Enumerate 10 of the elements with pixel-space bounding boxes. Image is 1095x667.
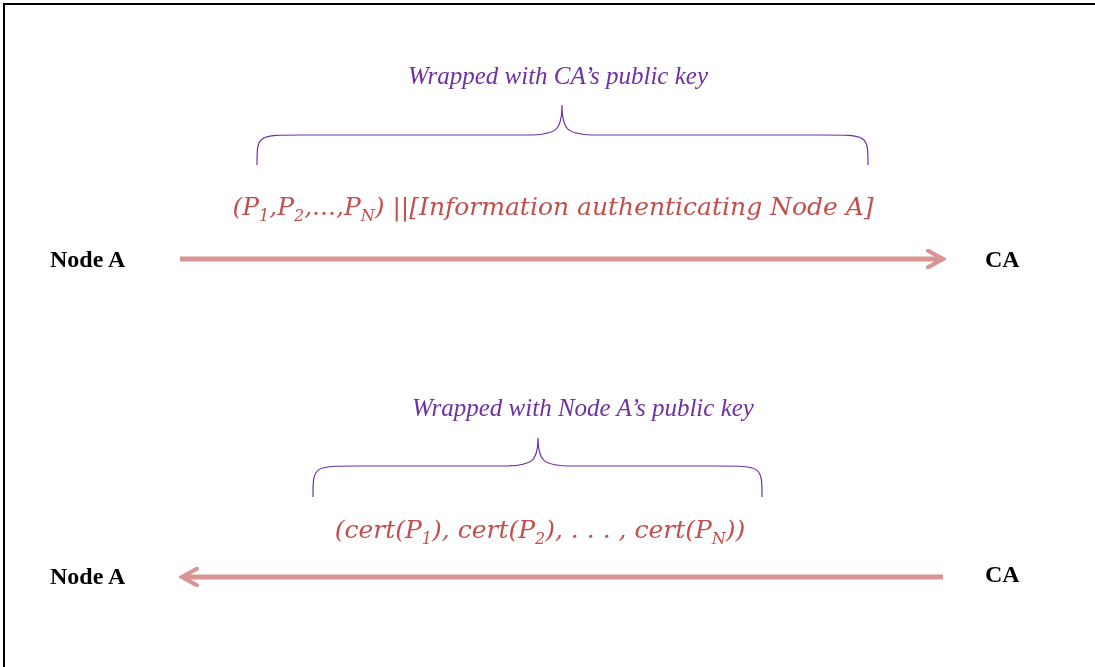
annotation-text: Wrapped with Node A’s public key (412, 394, 754, 422)
edge-label: (cert(P$_{1}$), cert(P$_{2}$), . . . , cert(P$_{N}$)) (334, 515, 746, 548)
arrow (179, 566, 943, 588)
arrow (180, 248, 946, 270)
annotation-text: Wrapped with CA’s public key (408, 62, 708, 90)
node-label: CA (985, 560, 1020, 588)
node-label: CA (985, 245, 1020, 273)
edge-label: (P$_{1}$,P$_{2}$,...,P$_{N}$) ||[Information authenticating Node A] (232, 192, 874, 225)
node-label: Node A (50, 245, 126, 273)
node-label: Node A (50, 562, 126, 590)
